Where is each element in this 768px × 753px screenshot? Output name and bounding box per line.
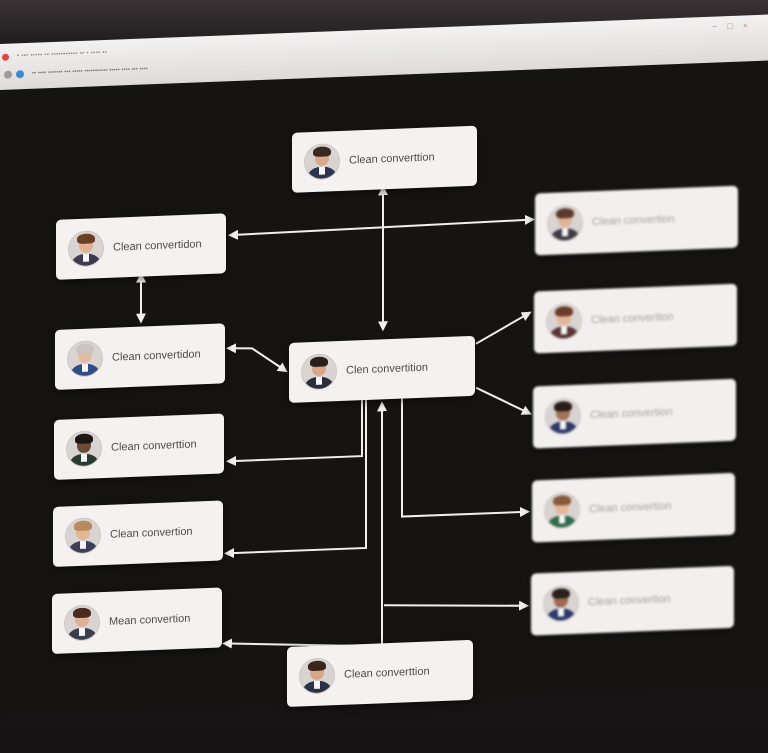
- avatar: [67, 340, 103, 378]
- node-label: Clean convertion: [590, 406, 673, 422]
- avatar: [544, 491, 580, 530]
- avatar: [64, 604, 100, 642]
- node-label: Clean convertion: [110, 525, 193, 541]
- link-to-right5: [383, 600, 529, 611]
- node-left-1[interactable]: Clean convertidon: [56, 213, 226, 280]
- link-left1-right1: [228, 214, 535, 240]
- node-label: Clean convertidon: [112, 348, 201, 364]
- node-label: Clean convertion: [589, 500, 672, 516]
- node-label: Clean convertion: [592, 213, 675, 229]
- node-label: Clean converttion: [349, 151, 435, 167]
- avatar: [546, 302, 582, 341]
- node-left-3[interactable]: Clean converttion: [54, 413, 224, 480]
- node-right-4[interactable]: Clean convertion: [532, 472, 735, 543]
- node-right-5[interactable]: Clean convertion: [531, 565, 734, 636]
- node-label: Clean converttion: [111, 438, 197, 454]
- link-left2-center: [226, 343, 288, 373]
- node-right-2[interactable]: Clean convertion: [534, 283, 737, 354]
- avatar: [65, 517, 101, 555]
- node-left-2[interactable]: Clean convertidon: [55, 323, 225, 390]
- node-label: Clen convertition: [346, 361, 428, 377]
- link-center-right2: [475, 311, 532, 345]
- node-label: Clean convertion: [591, 311, 674, 327]
- avatar: [301, 353, 337, 391]
- node-label: Clean converttion: [344, 665, 430, 681]
- node-label: Clean convertion: [588, 593, 671, 609]
- node-right-3[interactable]: Clean convertion: [533, 378, 736, 449]
- node-left-4[interactable]: Clean convertion: [53, 500, 223, 567]
- link-center-right4: [401, 398, 530, 518]
- node-right-1[interactable]: Clean convertion: [535, 185, 738, 256]
- link-center-right3: [475, 386, 532, 415]
- link-center-left3: [226, 400, 363, 466]
- link-center-left4: [224, 399, 367, 559]
- avatar: [68, 230, 104, 268]
- node-label: Mean convertion: [109, 612, 191, 628]
- avatar: [545, 397, 581, 436]
- node-label: Clean convertidon: [113, 238, 202, 254]
- node-left-5[interactable]: Mean convertion: [52, 587, 222, 655]
- avatar: [66, 430, 102, 468]
- avatar: [304, 142, 340, 181]
- avatar: [299, 657, 335, 695]
- node-bottom[interactable]: Clean converttion: [287, 639, 473, 707]
- avatar: [547, 204, 583, 242]
- avatar: [543, 584, 579, 623]
- screen: • ••• ••••• •• ••••••••••• •• • •••• •• …: [0, 14, 768, 715]
- node-top[interactable]: Clean converttion: [292, 125, 477, 193]
- node-center[interactable]: Clen convertition: [289, 335, 475, 403]
